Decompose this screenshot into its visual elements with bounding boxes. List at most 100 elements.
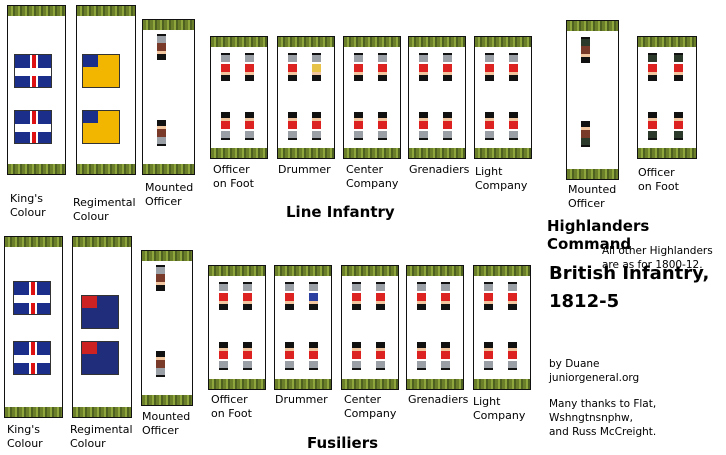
card-line-regimental-colour <box>76 5 136 175</box>
grass-strip <box>143 164 194 174</box>
soldier-figure <box>245 112 254 140</box>
card-line-drummer <box>277 36 335 159</box>
grass-strip <box>278 37 334 47</box>
label-drummer: Drummer <box>275 393 328 406</box>
grass-strip <box>474 266 530 276</box>
grass-strip <box>567 169 618 179</box>
credits-site: juniorgeneral.org <box>549 372 640 384</box>
grass-strip <box>209 379 265 389</box>
credits-author: by Duane <box>549 358 600 370</box>
regimental-colour-flag <box>81 341 119 375</box>
soldier-figure <box>443 112 452 140</box>
soldier-figure <box>509 53 518 81</box>
grass-strip <box>5 237 62 247</box>
soldier-figure <box>352 282 361 310</box>
card-fusilier-officer-on-foot <box>208 265 266 390</box>
kings-colour-flag <box>13 281 51 315</box>
soldier-figure <box>352 342 361 370</box>
card-fusilier-mounted-officer <box>141 250 193 406</box>
highlanders-note-line: are as for 1800-12. <box>602 259 703 271</box>
soldier-figure <box>378 53 387 81</box>
grass-strip <box>209 266 265 276</box>
kings-colour-flag <box>13 341 51 375</box>
soldier-figure <box>285 282 294 310</box>
card-fusilier-kings-colour <box>4 236 63 418</box>
label-light-company: Light Company <box>473 395 526 422</box>
highlander-figure <box>648 53 657 81</box>
soldier-figure <box>508 342 517 370</box>
soldier-figure <box>376 282 385 310</box>
soldier-figure <box>419 53 428 81</box>
grass-strip <box>475 37 531 47</box>
highlanders-note: All other Highlanders are as for 1800-12… <box>602 244 713 272</box>
highlander-figure <box>648 112 657 140</box>
label-drummer: Drummer <box>278 163 331 176</box>
card-fusilier-center-company <box>341 265 399 390</box>
label-regimental-colour: Regimental Colour <box>73 196 136 223</box>
grass-strip <box>275 379 331 389</box>
grass-strip <box>73 237 131 247</box>
credits-thanks: and Russ McCreight. <box>549 426 657 438</box>
card-line-mounted-officer <box>142 19 195 175</box>
grass-strip <box>344 37 400 47</box>
soldier-figure <box>378 112 387 140</box>
soldier-figure <box>443 53 452 81</box>
grass-strip <box>8 164 65 174</box>
main-title: British Infantry, 1812-5 <box>549 260 709 316</box>
drummer-figure <box>309 342 318 370</box>
grass-strip <box>211 37 267 47</box>
main-title-line: 1812-5 <box>549 291 620 312</box>
credits: by Duane juniorgeneral.org Many thanks t… <box>549 357 656 439</box>
grass-strip <box>638 148 696 158</box>
main-title-line: British Infantry, <box>549 263 710 284</box>
label-center-company: Center Company <box>346 163 399 190</box>
card-line-light-company <box>474 36 532 159</box>
highlander-figure <box>674 112 683 140</box>
soldier-figure <box>288 53 297 81</box>
soldier-figure <box>485 53 494 81</box>
card-fusilier-light-company <box>473 265 531 390</box>
officer-figure <box>157 120 166 146</box>
grass-strip <box>211 148 267 158</box>
officer-figure <box>156 265 165 291</box>
officer-figure <box>581 121 590 147</box>
grass-strip <box>342 266 398 276</box>
regimental-colour-flag <box>81 295 119 329</box>
label-mounted-officer: Mounted Officer <box>142 410 191 437</box>
card-highlander-officer-on-foot <box>637 36 697 159</box>
regimental-colour-flag <box>82 54 120 88</box>
soldier-figure <box>354 53 363 81</box>
soldier-figure <box>509 112 518 140</box>
grass-strip <box>567 21 618 31</box>
highlander-figure <box>674 53 683 81</box>
drummer-figure <box>312 112 321 140</box>
soldier-figure <box>219 342 228 370</box>
credits-thanks: Wshngtnsnphw, <box>549 412 633 424</box>
grass-strip <box>275 266 331 276</box>
soldier-figure <box>441 282 450 310</box>
label-highlander-mounted-officer: Mounted Officer <box>568 183 617 210</box>
kings-colour-flag <box>14 110 52 144</box>
soldier-figure <box>441 342 450 370</box>
grass-strip <box>8 6 65 16</box>
card-fusilier-grenadiers <box>406 265 464 390</box>
grass-strip <box>77 6 135 16</box>
soldier-figure <box>484 342 493 370</box>
grass-strip <box>5 407 62 417</box>
soldier-figure <box>417 342 426 370</box>
drummer-figure <box>309 282 318 310</box>
section-title-line-infantry: Line Infantry <box>286 203 395 221</box>
card-line-grenadiers <box>408 36 466 159</box>
grass-strip <box>474 379 530 389</box>
label-kings-colour: King's Colour <box>7 423 43 450</box>
soldier-figure <box>221 112 230 140</box>
soldier-figure <box>508 282 517 310</box>
soldier-figure <box>243 342 252 370</box>
grass-strip <box>407 266 463 276</box>
kings-colour-flag <box>14 54 52 88</box>
officer-figure <box>157 34 166 60</box>
label-center-company: Center Company <box>344 393 397 420</box>
section-title-fusiliers: Fusiliers <box>307 434 379 452</box>
grass-strip <box>409 37 465 47</box>
officer-figure <box>581 37 590 63</box>
